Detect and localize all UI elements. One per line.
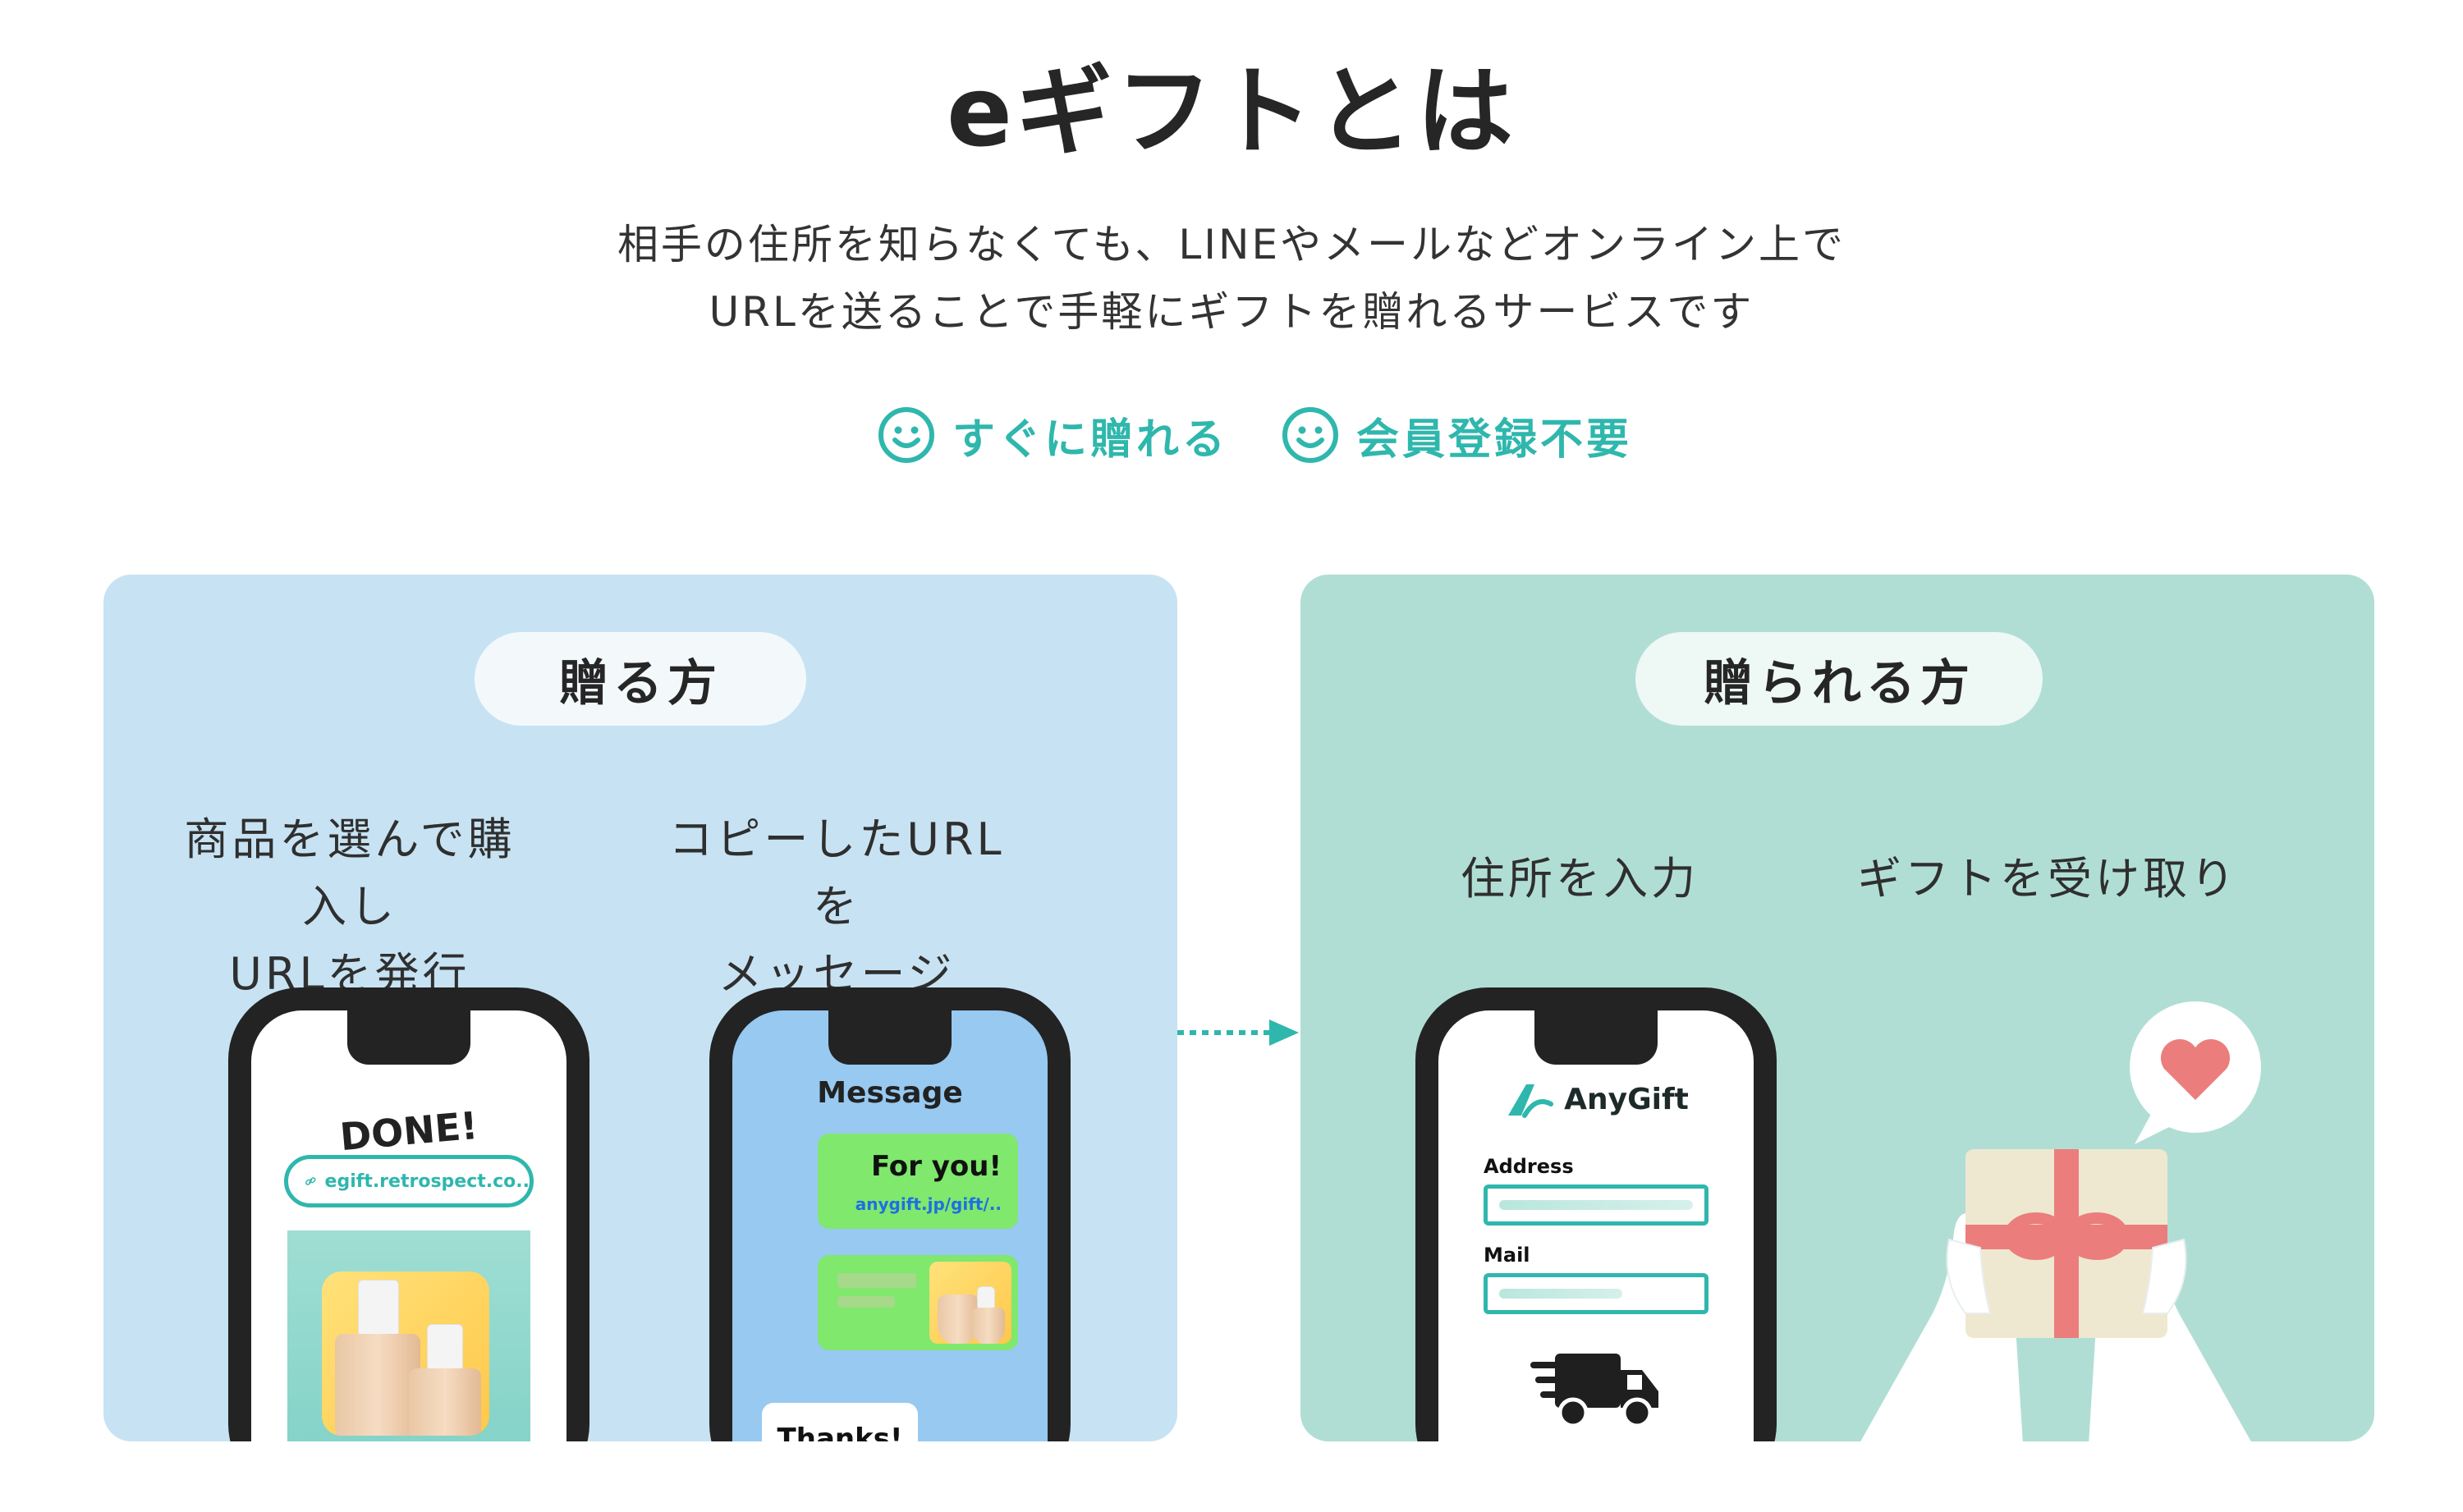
address-label: Address [1484, 1155, 1574, 1178]
phone-address-form: AnyGift Address Mail [1415, 987, 1777, 1441]
phone-notch [347, 1010, 470, 1065]
for-you-text: For you! [870, 1150, 1002, 1183]
brand-logo: AnyGift [1438, 1079, 1754, 1119]
step-text: 商品を選んで購入し [184, 813, 516, 932]
step-text: コピーしたURLを [668, 813, 1005, 932]
product-thumbnail [929, 1262, 1011, 1344]
phone-message: Message For you! anygift.jp/gift/.. Than… [709, 987, 1071, 1441]
gift-url-pill: egift.retrospect.co.. [284, 1155, 534, 1207]
feature-label: すぐに贈れる [952, 415, 1229, 465]
page-title: eギフトとは [946, 55, 1517, 168]
receiver-step-2: ギフトを受け取り [1857, 853, 2238, 905]
mail-field [1484, 1273, 1709, 1314]
product-card [287, 1230, 530, 1441]
gift-url-text: egift.retrospect.co.. [324, 1171, 530, 1192]
receiver-pill: 贈られる方 [1635, 632, 2043, 726]
phone-issue-url: DONE! egift.retrospect.co.. [228, 987, 589, 1441]
description-line-1: 相手の住所を知らなくても、LINEやメールなどオンライン上で [617, 221, 1846, 268]
sender-step-1: 商品を選んで購入し URLを発行 [169, 806, 530, 1008]
receiver-step-1: 住所を入力 [1461, 853, 1699, 905]
message-title: Message [817, 1076, 963, 1110]
gift-receive-illustration [1860, 1001, 2261, 1441]
gift-link-text: anygift.jp/gift/.. [855, 1194, 1002, 1214]
phone-screen: Message For you! anygift.jp/gift/.. Than… [732, 1010, 1048, 1441]
product-message-bubble [818, 1255, 1018, 1350]
address-field [1484, 1184, 1709, 1226]
feature-send-instantly: すぐに贈れる [877, 402, 1228, 468]
brand-name: AnyGift [1564, 1082, 1689, 1116]
receiver-panel: 贈られる方 住所を入力 ギフトを受け取り AnyGift Address Mai… [1300, 575, 2374, 1441]
phone-notch [1534, 1010, 1658, 1065]
sender-pill: 贈る方 [475, 632, 806, 726]
phone-screen: AnyGift Address Mail [1438, 1010, 1754, 1441]
gift-message-bubble: For you! anygift.jp/gift/.. [818, 1134, 1018, 1229]
gift-box-icon [1965, 1149, 2167, 1338]
smile-icon [1282, 407, 1338, 463]
link-icon [305, 1177, 316, 1185]
feature-label: 会員登録不要 [1356, 415, 1633, 465]
smile-icon [878, 407, 934, 463]
feature-no-registration: 会員登録不要 [1281, 402, 1632, 468]
phone-screen: DONE! egift.retrospect.co.. [251, 1010, 566, 1441]
product-image [322, 1271, 489, 1436]
heart-speech-bubble [2130, 1001, 2261, 1144]
thanks-bubble: Thanks! [762, 1403, 918, 1441]
flow-arrow-icon [1177, 1019, 1299, 1046]
description-line-2: URLを送ることで手軽にギフトを贈れるサービスです [709, 288, 1754, 336]
sender-step-2: コピーしたURLを メッセージ [668, 806, 1005, 1008]
phone-notch [828, 1010, 952, 1065]
anygift-logo-icon [1508, 1084, 1554, 1118]
delivery-truck-icon [1530, 1354, 1658, 1428]
mail-label: Mail [1484, 1244, 1530, 1267]
sender-panel: 贈る方 商品を選んで購入し URLを発行 コピーしたURLを メッセージ DON… [103, 575, 1177, 1441]
